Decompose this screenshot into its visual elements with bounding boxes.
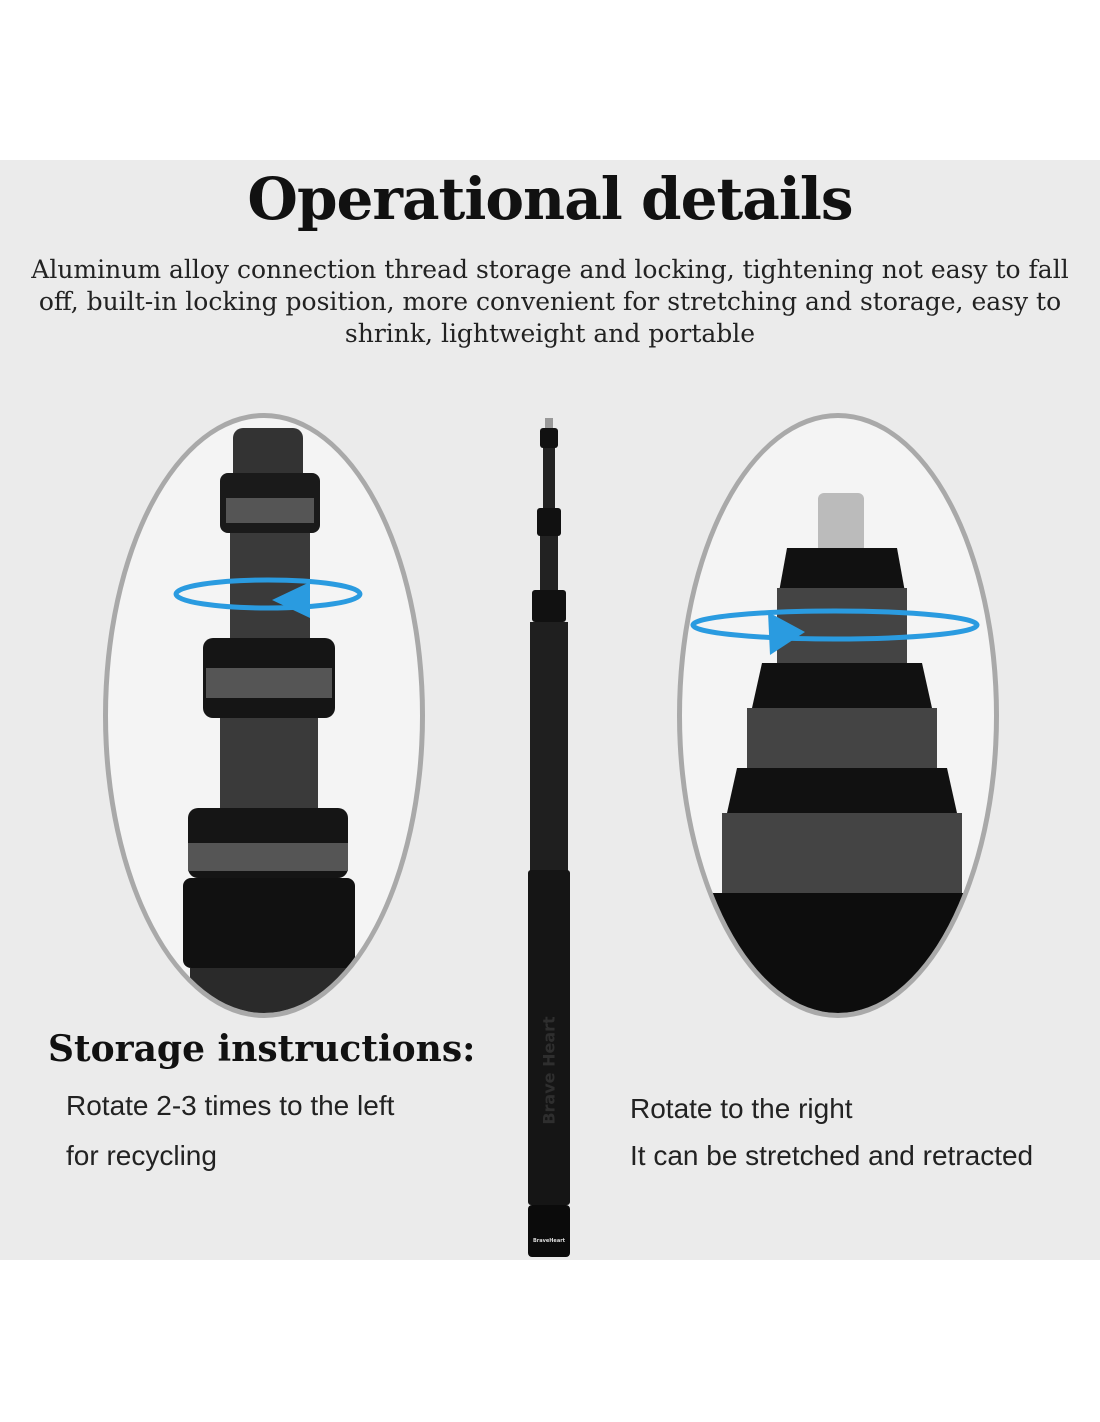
right-detail-oval — [677, 413, 999, 1018]
left-instruction-line-1: Rotate 2-3 times to the left — [66, 1090, 395, 1121]
left-pole-detail-image — [183, 428, 355, 1013]
storage-heading: Storage instructions: — [48, 1028, 476, 1070]
right-instruction-line-2: It can be stretched and retracted — [630, 1140, 1034, 1171]
page-title: Operational details — [247, 165, 853, 233]
description: Aluminum alloy connection thread storage… — [31, 255, 1069, 348]
right-instruction-line-1: Rotate to the right — [630, 1093, 853, 1124]
right-pole-detail-image — [712, 493, 972, 1013]
left-instruction-line-2: for recycling — [66, 1140, 217, 1171]
left-detail-oval — [103, 413, 425, 1018]
pole-brand-label: Brave Heart — [528, 1010, 570, 1130]
pole-brand-text: Brave Heart — [539, 1015, 559, 1125]
pole-cap-brand: BraveHeart — [532, 1238, 566, 1244]
